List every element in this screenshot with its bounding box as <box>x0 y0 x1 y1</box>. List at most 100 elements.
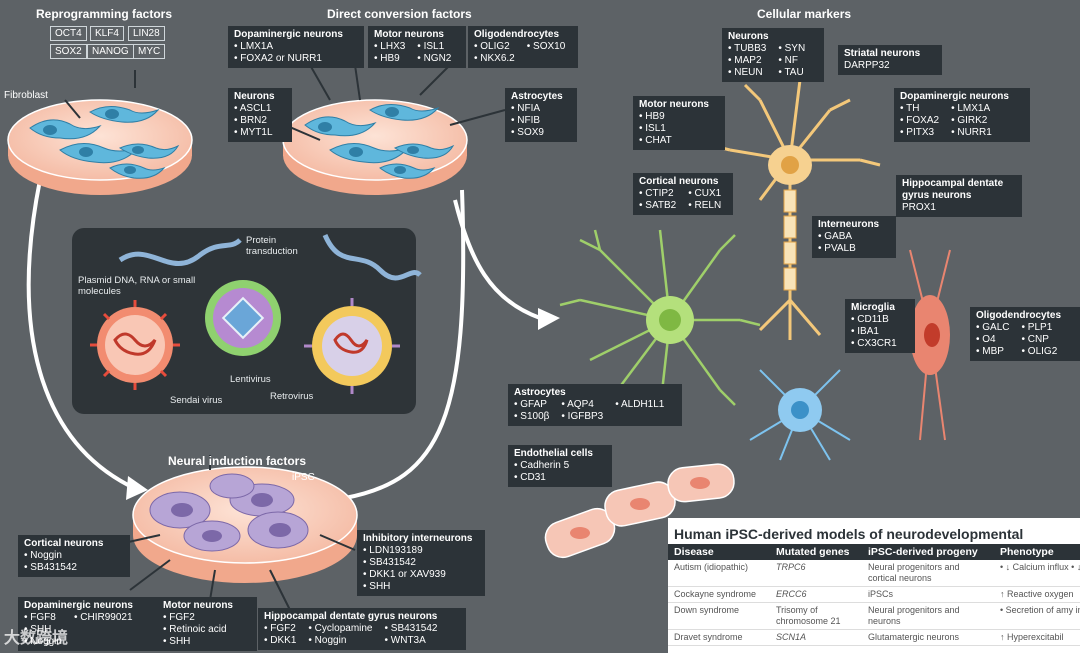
disease-models-table-panel: Human iPSC-derived models of neurodevelo… <box>668 518 1080 653</box>
box-item: • Noggin <box>24 636 62 647</box>
table-cell: Autism (idiopathic) <box>668 560 770 587</box>
box-item: • LMX1A <box>234 41 274 52</box>
table-cell: iPSCs <box>862 586 994 603</box>
box-item: • OLIG2 <box>1021 346 1058 357</box>
table-row: Dravet syndrome SCN1A Glutamatergic neur… <box>668 629 1080 646</box>
box-item: • GFAP <box>514 399 547 410</box>
oligodendrocyte-cell <box>909 249 951 441</box>
box-item: • SHH <box>363 581 391 592</box>
box-item: • LMX1A <box>951 103 991 114</box>
col-header: iPSC-derived progeny <box>862 544 994 560</box>
factor-chip: MYC <box>133 44 166 59</box>
box-title: Endothelial cells <box>514 448 593 459</box>
watermark-text: 大数跨境 <box>4 630 69 647</box>
sendai-virus-label: Sendai virus <box>170 395 223 406</box>
box-item: • SOX9 <box>511 127 544 138</box>
box-item: • LDN193189 <box>363 545 423 556</box>
hippocampal-markers-box: Hippocampal dentate gyrus neurons PROX1 <box>896 175 1022 217</box>
reprogramming-title: Reprogramming factors <box>36 7 173 21</box>
box-item: • NGN2 <box>417 53 452 64</box>
box-title: Motor neurons <box>374 29 444 40</box>
neural-induction-title: Neural induction factors <box>168 454 307 468</box>
disease-models-table: Disease Mutated genes iPSC-derived proge… <box>668 544 1080 646</box>
box-item: • PLP1 <box>1021 322 1053 333</box>
box-item: • DKK1 <box>264 635 297 646</box>
striatal-markers-box: Striatal neurons DARPP32 <box>838 45 942 75</box>
box-title: Motor neurons <box>639 99 709 110</box>
box-item: • HB9 <box>639 111 665 122</box>
table-cell: Trisomy of chromosome 21 <box>770 602 862 630</box>
box-item: • CHIR99021 <box>73 612 133 623</box>
table-cell: Cockayne syndrome <box>668 586 770 603</box>
box-item: • Retinoic acid <box>163 624 227 635</box>
box-item: • MBP <box>976 346 1004 357</box>
motor-factors-box: Motor neurons • LHX3• HB9 • ISL1• NGN2 <box>368 26 466 68</box>
table-row: Down syndrome Trisomy of chromosome 21 N… <box>668 602 1080 630</box>
box-item: DARPP32 <box>844 60 890 71</box>
box-item: • FOXA2 <box>900 115 940 126</box>
box-title: Interneurons <box>818 219 880 230</box>
box-item: • FGF2 <box>163 612 195 623</box>
table-row: Autism (idiopathic) TRPC6 Neural progeni… <box>668 560 1080 587</box>
workflow-arrows <box>26 179 541 500</box>
box-item: • FOXA2 or NURR1 <box>234 53 322 64</box>
box-title: Astrocytes <box>514 387 566 398</box>
box-item: • MYT1L <box>234 127 273 138</box>
table-cell: Neural progenitors and cortical neurons <box>862 560 994 587</box>
box-item: • ALDH1L1 <box>615 399 665 410</box>
dopaminergic-induction-box: Dopaminergic neurons • FGF8• SHH• Noggin… <box>18 597 160 651</box>
box-item: • S100β <box>514 411 550 422</box>
protein-transduction-label: Protein transduction <box>246 235 298 257</box>
box-title: Oligodendrocytes <box>976 310 1062 321</box>
plasmid-label: Plasmid DNA, RNA or small molecules <box>78 275 196 297</box>
retrovirus-label: Retrovirus <box>270 391 314 402</box>
interneurons-markers-box: Interneurons • GABA • PVALB <box>812 216 896 258</box>
connector-lines <box>64 64 506 611</box>
box-item: • CNP <box>1021 334 1049 345</box>
neurons-factors-box: Neurons • ASCL1 • BRN2 • MYT1L <box>228 88 292 142</box>
box-item: • NKX6.2 <box>474 53 515 64</box>
box-item: • SYN <box>778 43 806 54</box>
box-item: • TAU <box>778 67 804 78</box>
table-cell: Neural progenitors and neurons <box>862 602 994 630</box>
astro-markers-box: Astrocytes • GFAP• S100β • AQP4• IGFBP3 … <box>508 384 682 426</box>
table-cell: ↑ Hyperexcitabil <box>994 629 1080 646</box>
table-cell: Glutamatergic neurons <box>862 629 994 646</box>
box-item: • IGFBP3 <box>561 411 604 422</box>
cortical-markers-box: Cortical neurons • CTIP2• SATB2 • CUX1• … <box>633 173 733 215</box>
box-item: • SB431542 <box>24 562 77 573</box>
hippocampal-induction-box: Hippocampal dentate gyrus neurons • FGF2… <box>258 608 466 650</box>
conversion-dish <box>282 99 468 195</box>
box-item: • CX3CR1 <box>851 338 897 349</box>
box-title: Neurons <box>234 91 275 102</box>
table-cell: Dravet syndrome <box>668 629 770 646</box>
table-title: Human iPSC-derived models of neurodevelo… <box>674 526 1024 542</box>
cortical-induction-box: Cortical neurons • Noggin • SB431542 <box>18 535 130 577</box>
box-item: • GALC <box>976 322 1010 333</box>
lentivirus-label: Lentivirus <box>230 374 271 385</box>
box-title: Dopaminergic neurons <box>900 91 1009 102</box>
box-item: • FGF2 <box>264 623 296 634</box>
motor-markers-box: Motor neurons • HB9 • ISL1 • CHAT <box>633 96 725 150</box>
astro-factors-box: Astrocytes • NFIA • NFIB • SOX9 <box>505 88 577 142</box>
box-item: • PITX3 <box>900 127 935 138</box>
table-row: Cockayne syndrome ERCC6 iPSCs ↑ Reactive… <box>668 586 1080 603</box>
box-title: Neurons <box>728 31 769 42</box>
box-item: • Cadherin 5 <box>514 460 570 471</box>
neurons-markers-box: Neurons • TUBB3• MAP2• NEUN • SYN• NF• T… <box>722 28 824 82</box>
table-cell: • ↓ Calcium influx • ↓ Neurite length <box>994 560 1080 587</box>
factor-chip: LIN28 <box>128 26 165 41</box>
box-item: • DKK1 or XAV939 <box>363 569 446 580</box>
box-title: Motor neurons <box>163 600 233 611</box>
box-title: Astrocytes <box>511 91 563 102</box>
box-item: • Noggin <box>308 635 347 646</box>
box-item: • WNT3A <box>384 635 426 646</box>
box-title: Striatal neurons <box>844 48 921 59</box>
box-title: Cortical neurons <box>24 538 104 549</box>
col-header: Mutated genes <box>770 544 862 560</box>
box-item: • ASCL1 <box>234 103 272 114</box>
box-item: • TUBB3 <box>728 43 767 54</box>
box-item: • HB9 <box>374 53 400 64</box>
box-item: • NURR1 <box>951 127 992 138</box>
box-item: • CD31 <box>514 472 546 483</box>
